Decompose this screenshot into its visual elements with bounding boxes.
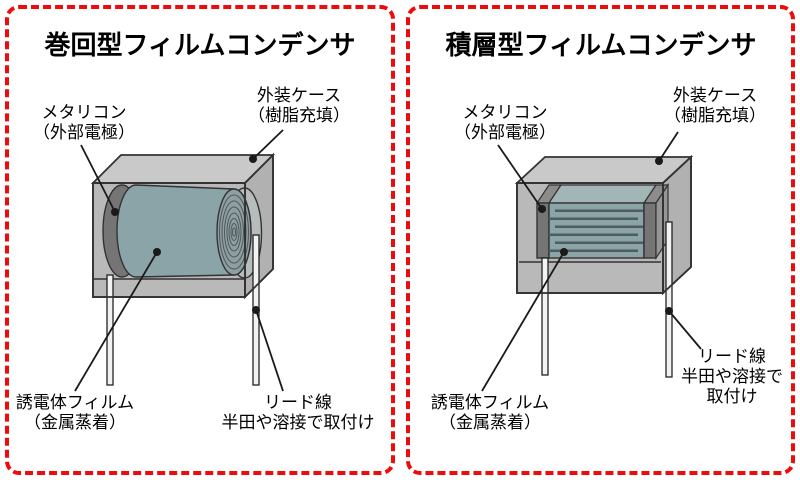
panel-title-stacked: 積層型フィルムコンデンサ [445,31,757,61]
leader-dielectric [74,251,158,392]
leader-lead-wire [255,309,284,392]
leader-dot-metallicon [111,208,119,216]
panel-title-wound: 巻回型フィルムコンデンサ [44,31,356,61]
lead-wire-left [541,257,549,376]
leader-dot-dielectric [560,248,568,256]
wound-capacitor-diagram [74,129,284,392]
leader-dot-case [655,157,663,165]
element-top-face [547,184,658,204]
label-lead-wire: リード線 半田や溶接で取付け [221,393,375,433]
panel-wound-film-capacitor: 巻回型フィルムコンデンサ メタリコン （外部電極） 外装ケース （樹脂充填） 誘… [5,5,395,475]
leader-dot-lead-wire [252,306,260,314]
label-case: 外装ケース （樹脂充填） [248,86,350,126]
label-metallicon: メタリコン （外部電極） [33,103,135,143]
panel-stacked-film-capacitor: 積層型フィルムコンデンサ メタリコン （外部電極） 外装ケース （樹脂充填） 誘… [406,5,795,475]
leader-dot-dielectric [153,248,161,256]
leader-metallicon [80,144,116,213]
leader-dot-metallicon [538,205,546,213]
leader-case [252,129,284,160]
lead-wire-right [665,221,673,378]
stacked-capacitor-diagram [481,131,702,392]
case-top-face [514,156,694,184]
leader-lead-wire [668,310,702,350]
label-case: 外装ケース （樹脂充填） [664,86,766,126]
label-dielectric: 誘電体フィルム （金属蒸着） [15,393,135,433]
leader-dot-case [249,155,257,163]
metallicon-right-end [643,202,657,259]
leader-dot-lead-wire [665,307,673,315]
case-top-face [90,154,276,184]
case-side-outline [244,152,274,300]
case-side-outline [662,154,692,296]
leader-dielectric [481,251,565,392]
label-dielectric: 誘電体フィルム （金属蒸着） [430,393,550,433]
label-lead-wire: リード線 半田や溶接で 取付け [681,347,783,407]
label-metallicon: メタリコン （外部電極） [454,103,556,143]
leader-case [658,131,679,162]
leader-metallicon [497,144,543,210]
